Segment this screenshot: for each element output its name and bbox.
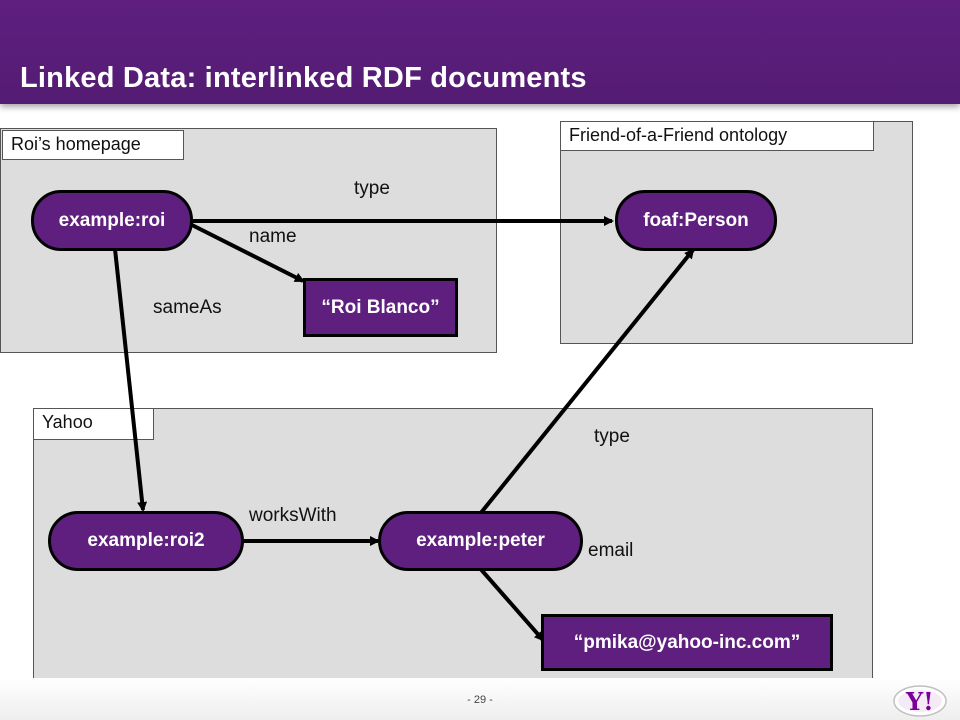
node-email-literal: “pmika@yahoo-inc.com”	[541, 614, 833, 671]
node-example-roi: example:roi	[31, 190, 193, 251]
edge-label-email: email	[588, 540, 634, 561]
node-example-peter: example:peter	[378, 511, 583, 571]
homepage-tab-label: Roi’s homepage	[2, 130, 184, 160]
footer-band	[0, 678, 960, 720]
edge-label-type-bottom: type	[594, 426, 630, 447]
edge-label-works-with: worksWith	[249, 505, 337, 526]
slide-header: Linked Data: interlinked RDF documents	[0, 0, 960, 104]
edge-type-bottom	[478, 248, 695, 516]
edge-same-as	[113, 248, 148, 512]
node-roi-blanco-literal: “Roi Blanco”	[303, 278, 458, 337]
edge-label-same-as: sameAs	[153, 297, 222, 318]
node-foaf-person: foaf:Person	[615, 190, 777, 251]
edge-name	[189, 222, 305, 283]
slide-title: Linked Data: interlinked RDF documents	[20, 62, 587, 94]
edge-label-name: name	[249, 226, 297, 247]
logo-text: Y!	[905, 687, 934, 716]
foaf-tab-label: Friend-of-a-Friend ontology	[560, 121, 874, 151]
page-number: - 29 -	[467, 694, 493, 706]
node-example-roi2: example:roi2	[48, 511, 244, 571]
edge-email	[476, 564, 545, 642]
yahoo-logo-icon: Y!	[893, 685, 947, 717]
edge-label-type-top: type	[354, 178, 390, 199]
